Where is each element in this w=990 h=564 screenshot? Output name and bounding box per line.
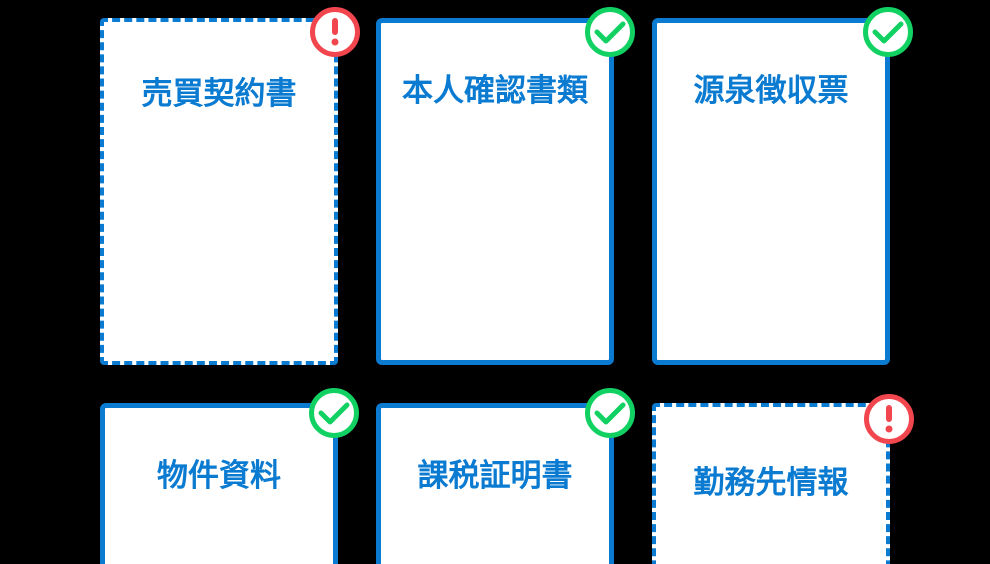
document-title: 売買契約書 <box>141 76 297 112</box>
document-title: 勤務先情報 <box>693 465 849 501</box>
document-card-id-documents[interactable]: 本人確認書類 <box>376 18 614 365</box>
document-title: 本人確認書類 <box>402 73 588 109</box>
document-title: 物件資料 <box>157 458 281 494</box>
checkmark-icon <box>309 388 359 438</box>
document-card-tax-certificate[interactable]: 課税証明書 <box>376 403 614 564</box>
document-title: 源泉徴収票 <box>693 73 849 109</box>
checkmark-icon <box>585 7 635 57</box>
exclamation-icon <box>310 7 360 57</box>
checkmark-icon <box>585 388 635 438</box>
document-card-employer-info[interactable]: 勤務先情報 <box>652 403 890 564</box>
exclamation-icon <box>864 394 914 444</box>
checkmark-icon <box>863 7 913 57</box>
document-card-property-materials[interactable]: 物件資料 <box>100 403 338 564</box>
document-card-withholding-slip[interactable]: 源泉徴収票 <box>652 18 890 365</box>
document-card-sales-contract[interactable]: 売買契約書 <box>100 18 338 365</box>
document-title: 課税証明書 <box>417 458 573 494</box>
